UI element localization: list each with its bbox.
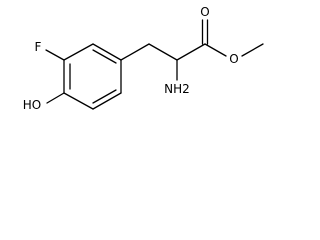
bond-alpha-carbon-carbonyl <box>176 43 206 61</box>
fluorine-label: F <box>35 40 42 54</box>
bond-ch2-alpha-carbon <box>148 43 178 61</box>
ring-bond-c4-c5 <box>63 92 94 110</box>
carbonyl-oxygen-label: O <box>200 5 209 19</box>
bond-ring-ch2 <box>120 43 150 61</box>
hydroxyl-label: HO <box>23 98 41 112</box>
bond-carbonyl-ester-oxygen <box>204 43 227 57</box>
bond-ring-hydroxyl <box>46 92 65 104</box>
amine-label: NH2 <box>164 82 190 96</box>
bond-ring-fluorine <box>45 49 65 61</box>
ring-bond-c1-c2 <box>92 43 122 61</box>
ester-oxygen-label: O <box>229 52 238 66</box>
benzene-ring <box>63 43 122 110</box>
ring-double-bond-c1-c2 <box>92 49 117 64</box>
chemical-structure-diagram: F HO NH2 O O <box>23 5 264 112</box>
ring-bond-c2-c3 <box>63 43 94 61</box>
side-chain <box>120 19 264 81</box>
ring-bond-c5-c6 <box>92 92 122 110</box>
bond-ester-oxygen-methyl <box>241 43 264 57</box>
ring-double-bond-c5-c6 <box>92 89 117 104</box>
